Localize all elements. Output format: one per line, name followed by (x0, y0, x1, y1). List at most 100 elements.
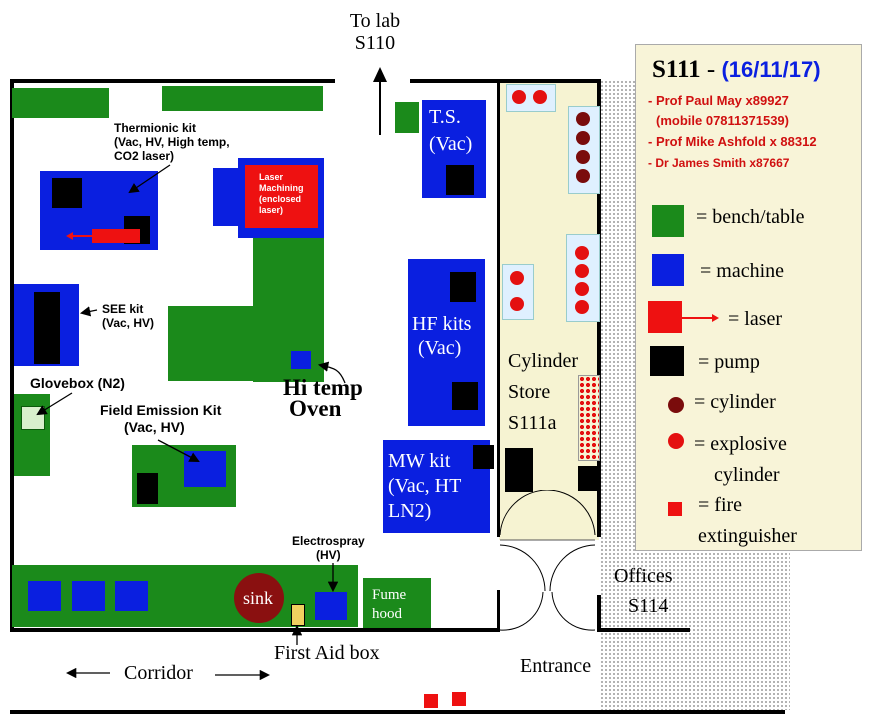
cylinder-store-pump-right (578, 466, 598, 491)
explosive-cylinder (512, 90, 526, 104)
cylinder (576, 150, 590, 164)
legend-fire-extinguisher-swatch (668, 502, 682, 516)
explosive-cylinder (575, 246, 589, 260)
electrospray-label: Electrospray (HV) (292, 534, 365, 562)
legend-explosive-label: = explosive cylinder (694, 433, 787, 486)
mw-pump (473, 445, 494, 469)
contact-paul-may-mobile: (mobile 07811371539) (656, 113, 789, 128)
legend-fire-extinguisher-label: = fire extinguisher (698, 494, 797, 547)
legend-machine-label: = machine (700, 260, 785, 282)
contact-james-smith: - Dr James Smith x87667 (648, 156, 790, 170)
fire-extinguisher (452, 692, 466, 706)
bench-top-left (12, 88, 109, 118)
electrospray-machine (315, 592, 347, 620)
cylinder (576, 131, 590, 145)
field-emission-label: Field Emission Kit (Vac, HV) (100, 402, 222, 435)
wall-top-right (410, 79, 600, 83)
legend-bench-label: = bench/table (696, 206, 805, 228)
contact-mike-ashfold: - Prof Mike Ashfold x 88312 (648, 134, 817, 149)
sink (234, 573, 284, 623)
cylinder-store-label: Cylinder Store S111a (508, 350, 578, 434)
mw-kit-label: MW kit (Vac, HT LN2) (388, 450, 462, 522)
bench-top-middle (162, 86, 323, 111)
legend-explosive-swatch (668, 433, 684, 449)
entrance-label: Entrance (520, 655, 592, 677)
corridor-wall (10, 710, 785, 714)
field-emission-pump (137, 473, 158, 504)
oven-machine (291, 351, 311, 369)
offices-label: Offices S114 (614, 565, 673, 617)
bottom-machine-2 (72, 581, 105, 611)
thermionic-laser (92, 229, 140, 243)
legend-panel: S111 - (16/11/17) - Prof Paul May x89927… (635, 44, 862, 551)
room-title: S111 - (16/11/17) (652, 56, 821, 83)
see-arrow (79, 306, 98, 317)
laser-machining-side (213, 168, 241, 226)
wall-lower-divider (497, 590, 500, 632)
mw-kit-machine (383, 440, 490, 533)
legend-machine-swatch (652, 254, 684, 286)
bottom-machine-3 (115, 581, 148, 611)
thermionic-arrow (128, 164, 171, 194)
small-cylinder-rack (578, 375, 600, 461)
explosive-cylinder (575, 282, 589, 296)
wall-bottom-right (598, 628, 690, 632)
oven-arrow (317, 361, 346, 384)
wall-bottom (10, 628, 498, 632)
explosive-cylinder (510, 297, 524, 311)
oven-label: Hi temp Oven (283, 375, 363, 421)
hf-pump-1 (450, 272, 476, 302)
glovebox-arrow (36, 392, 73, 416)
wall-right-lower (597, 595, 601, 632)
first-aid-label: First Aid box (274, 642, 380, 664)
door-swings (499, 490, 596, 631)
explosive-cylinder (575, 264, 589, 278)
legend-cylinder-label: = cylinder (694, 391, 776, 413)
corridor-arrows (65, 667, 271, 681)
fume-hood-label: Fume hood (372, 587, 407, 622)
legend-laser-swatch (648, 301, 682, 333)
legend-cylinder-swatch (668, 397, 684, 413)
glovebox-label: Glovebox (N2) (30, 375, 125, 391)
fume-hood (363, 578, 431, 628)
corridor-label: Corridor (124, 662, 193, 684)
contact-paul-may: - Prof Paul May x89927 (648, 93, 789, 108)
explosive-cylinder (533, 90, 547, 104)
cylinder (576, 169, 590, 183)
cylinder-store-pump-left (505, 448, 533, 492)
legend-pump-label: = pump (698, 351, 760, 373)
wall-top-left (10, 79, 335, 83)
field-emission-arrow (157, 439, 200, 462)
legend-laser-beam (682, 317, 712, 319)
room-date: (16/11/17) (721, 57, 821, 82)
cylinder (576, 112, 590, 126)
explosive-cylinder (575, 300, 589, 314)
bench-oven (168, 306, 278, 381)
to-lab-label: To lab S110 (349, 10, 401, 54)
to-lab-arrow (373, 67, 387, 135)
wall-divider (497, 79, 500, 537)
sink-label: sink (243, 588, 274, 608)
legend-bench-swatch (652, 205, 684, 237)
explosive-cylinder (510, 271, 524, 285)
bottom-machine-1 (28, 581, 61, 611)
legend-laser-label: = laser (728, 308, 783, 330)
laser-machining-enclosure (245, 165, 318, 228)
thermionic-pump-1 (52, 178, 82, 208)
laser-machining-label: Laser Machining (enclosed laser) (259, 172, 304, 215)
fire-extinguisher (424, 694, 438, 708)
legend-pump-swatch (650, 346, 684, 376)
see-kit-label: SEE kit (Vac, HV) (102, 302, 155, 330)
ts-pump (446, 165, 474, 195)
see-kit-pump (34, 292, 60, 364)
ts-label: T.S. (Vac) (429, 106, 473, 155)
hf-kits-label: HF kits (Vac) (412, 313, 472, 359)
legend-laser-arrowhead (712, 314, 719, 322)
thermionic-label: Thermionic kit (Vac, HV, High temp, CO2 … (114, 121, 230, 163)
wall-left (10, 79, 14, 632)
hf-pump-2 (452, 382, 478, 410)
bench-ts (395, 102, 419, 133)
thermionic-laser-beam (70, 235, 94, 237)
thermionic-laser-arrowhead (66, 232, 73, 240)
